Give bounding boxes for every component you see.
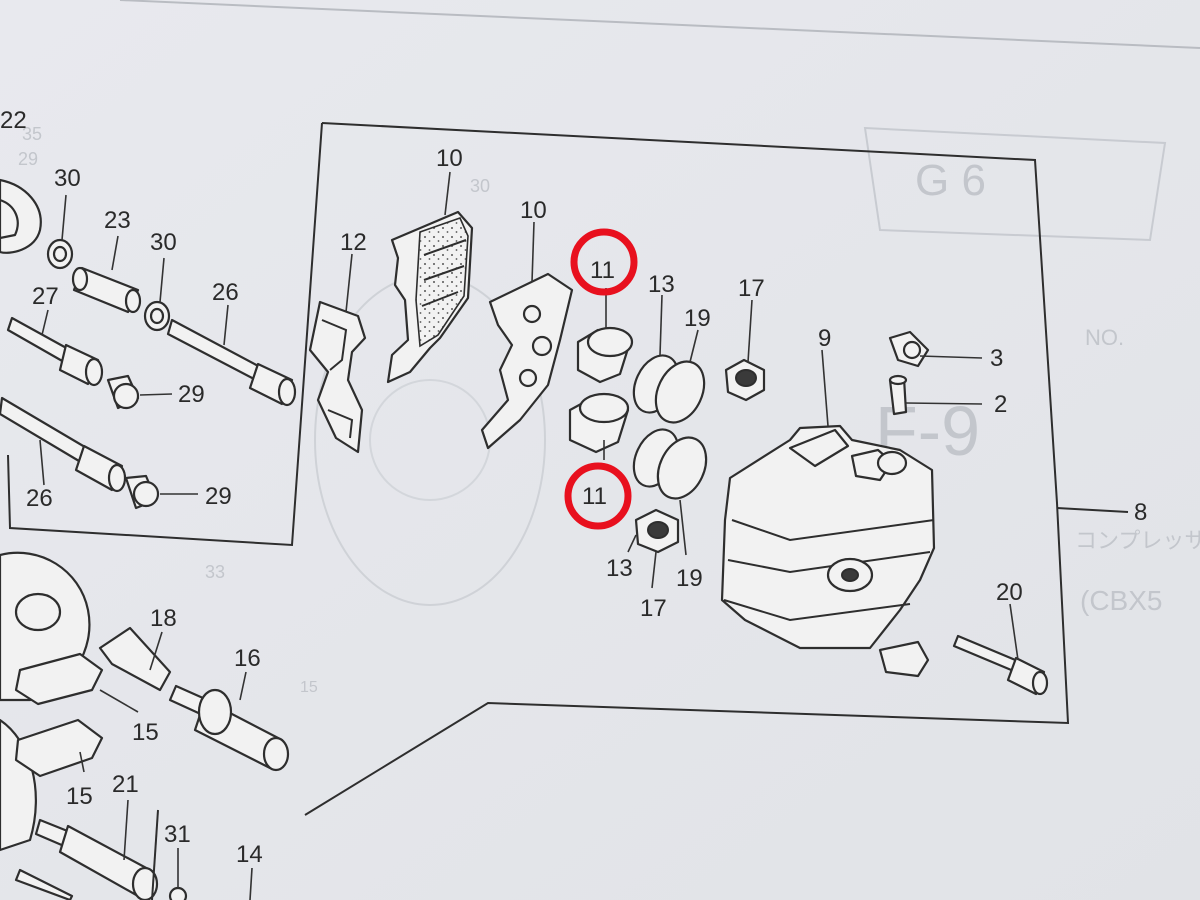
- lower-line: [151, 809, 159, 900]
- callout-10b: 10: [520, 197, 547, 224]
- background-print: G 6 F-9 コンプレッサ (CBX5 NO. 35 29 30 33 15: [18, 124, 1200, 696]
- callout-11b: 11: [582, 483, 607, 510]
- leader-lines: [39, 171, 1019, 900]
- callout-14: 14: [236, 841, 263, 868]
- callouts: 22 30 23 30 27 26 29 26 29 12 10 10 11 1…: [0, 107, 1147, 868]
- part-lower-bolt: [14, 868, 74, 900]
- highlight-circle-11a: [570, 228, 638, 296]
- part-9-caliper: [720, 424, 936, 678]
- callout-21: 21: [112, 771, 139, 798]
- bg-model: (CBX5: [1080, 585, 1162, 616]
- callout-12: 12: [340, 229, 367, 256]
- bg-code: G 6: [915, 156, 986, 205]
- bg-n3: 30: [470, 176, 490, 196]
- part-20-bolt: [952, 634, 1049, 696]
- callout-17a: 17: [738, 275, 765, 302]
- assembly-frame: [304, 122, 1070, 816]
- part-21-pin: [34, 818, 159, 900]
- part-11a-piston: [576, 326, 634, 384]
- part-29a-cap: [106, 374, 140, 410]
- callout-29a: 29: [178, 381, 205, 408]
- callout-30a: 30: [54, 165, 81, 192]
- part-22: [0, 178, 42, 254]
- leader-8: [1056, 507, 1129, 513]
- bg-no: NO.: [1085, 325, 1124, 350]
- callout-18: 18: [150, 605, 177, 632]
- part-2-bleeder: [888, 374, 908, 416]
- callout-13a: 13: [648, 271, 675, 298]
- part-17a-nut: [724, 358, 766, 402]
- callout-8: 8: [1134, 499, 1147, 526]
- part-23-sleeve: [71, 266, 142, 314]
- part-18-spring: [98, 626, 172, 692]
- callout-15a: 15: [132, 719, 159, 746]
- callout-30b: 30: [150, 229, 177, 256]
- callout-16: 16: [234, 645, 261, 672]
- callout-19a: 19: [684, 305, 711, 332]
- callout-19b: 19: [676, 565, 703, 592]
- part-26b-bolt: [0, 396, 127, 493]
- bg-n1: 35: [22, 124, 42, 144]
- callout-13b: 13: [606, 555, 633, 582]
- callout-3: 3: [990, 345, 1003, 372]
- callout-9: 9: [818, 325, 831, 352]
- part-27-bolt: [6, 316, 104, 387]
- bg-jp-line: コンプレッサ: [1075, 528, 1200, 553]
- callout-27: 27: [32, 283, 59, 310]
- part-16-pin: [168, 684, 290, 772]
- part-17b-nut: [634, 508, 680, 554]
- seal-19a: [654, 360, 706, 424]
- callout-26b: 26: [26, 485, 53, 512]
- callout-31: 31: [164, 821, 191, 848]
- part-10a-pad: [386, 210, 474, 384]
- callout-26a: 26: [212, 279, 239, 306]
- part-12-clip: [308, 300, 367, 454]
- part-29b-cap: [124, 474, 160, 510]
- seal-19b: [656, 436, 708, 500]
- callout-10a: 10: [436, 145, 463, 172]
- part-11b-piston: [568, 392, 630, 454]
- highlight-circle-11b: [564, 462, 632, 530]
- callout-11a: 11: [590, 257, 615, 284]
- callout-15b: 15: [66, 783, 93, 810]
- callout-22: 22: [0, 107, 27, 134]
- part-31-washer: [168, 886, 188, 900]
- bg-n2: 29: [18, 149, 38, 169]
- callout-2: 2: [994, 391, 1007, 418]
- part-15b-clip: [14, 718, 104, 778]
- callout-20: 20: [996, 579, 1023, 606]
- part-10b-shim: [480, 272, 574, 450]
- callout-23: 23: [104, 207, 131, 234]
- part-15a-clip: [14, 652, 104, 706]
- callout-17b: 17: [640, 595, 667, 622]
- part-3-cap: [888, 330, 930, 368]
- frame-left: [7, 122, 323, 547]
- part-26a-bolt: [166, 318, 297, 407]
- bg-n5: 15: [300, 679, 318, 696]
- bg-n4: 33: [205, 562, 225, 582]
- paper-edge: [119, 0, 1200, 49]
- callout-29b: 29: [205, 483, 232, 510]
